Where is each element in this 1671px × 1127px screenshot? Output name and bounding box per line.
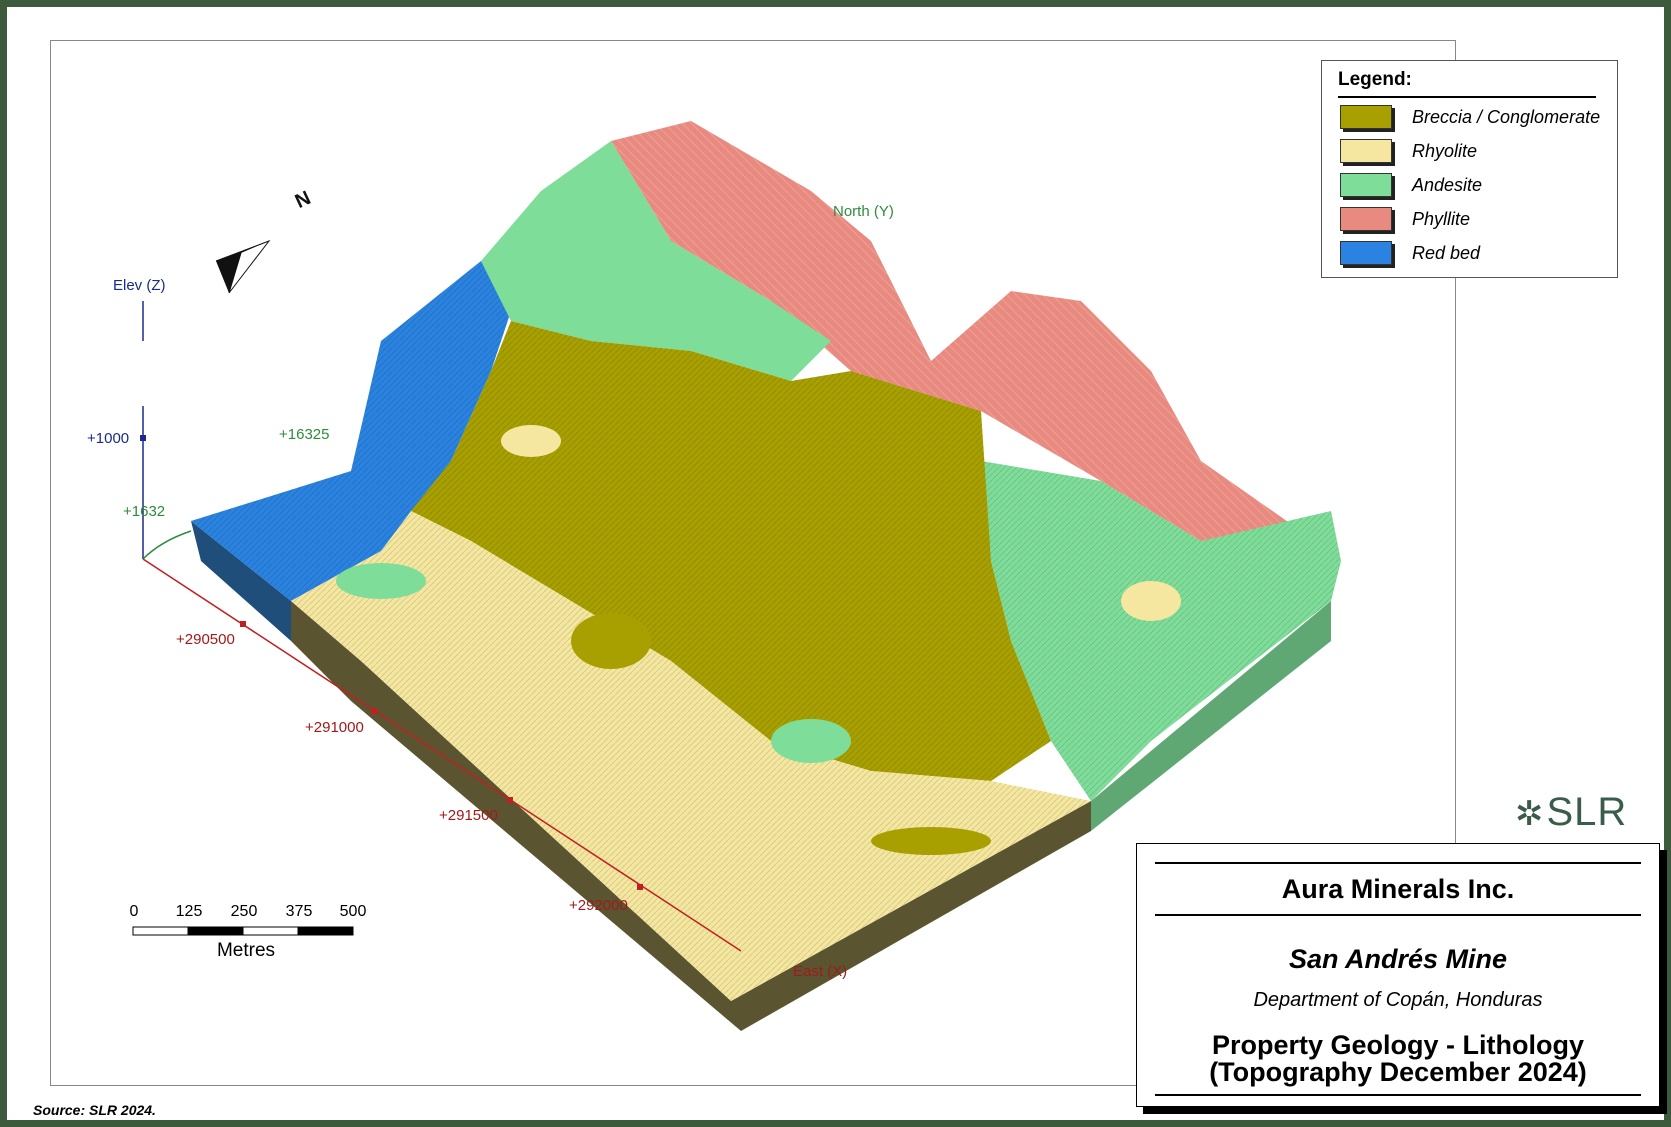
north-tick-label: +1632: [123, 503, 166, 520]
legend-divider: [1338, 96, 1596, 98]
north-tick-label: +16325: [279, 426, 330, 443]
east-axis-label: East (X): [793, 963, 848, 980]
scale-tick-label: 375: [285, 903, 313, 920]
north-axis-line: [142, 530, 192, 560]
legend-label: Red bed: [1412, 243, 1481, 263]
legend-swatch: [1340, 173, 1392, 197]
terrain-block-diagram: [140, 121, 1341, 1031]
east-tick-label: +292000: [569, 897, 628, 914]
block-side-east: [1091, 601, 1331, 831]
east-tick-label: +290500: [176, 631, 235, 648]
east-tick-label: +291000: [305, 719, 364, 736]
title-block-rule: [1155, 1094, 1641, 1096]
slr-star-icon: ✲: [1515, 795, 1545, 833]
title-block-rule: [1155, 914, 1641, 916]
legend-item-red-bed: Red bed: [1340, 239, 1610, 269]
company-name: Aura Minerals Inc.: [1281, 874, 1515, 904]
legend-label: Rhyolite: [1412, 141, 1478, 161]
slr-logo-text: SLR: [1546, 790, 1628, 834]
andesite-patch: [336, 563, 426, 599]
scale-units: Metres: [216, 940, 276, 961]
legend: Legend: Breccia / Conglomerate Rhyolite …: [1321, 60, 1618, 278]
scale-bar-graphic: [132, 926, 354, 936]
rhyolite-patch: [1121, 581, 1181, 621]
block-side-west: [191, 521, 291, 641]
scale-tick-label: 0: [129, 903, 139, 920]
legend-title: Legend:: [1338, 69, 1412, 90]
east-tick-marker: [637, 884, 643, 890]
scale-tick-label: 500: [339, 903, 367, 920]
north-arrow-icon: [215, 239, 271, 294]
scale-tick-label: 250: [230, 903, 258, 920]
legend-item-phyllite: Phyllite: [1340, 205, 1610, 235]
elev-tick-label: +1000: [87, 430, 130, 447]
scale-tick-label: 125: [175, 903, 203, 920]
legend-swatch: [1340, 105, 1392, 129]
block-side-south: [291, 601, 1091, 1031]
legend-label: Breccia / Conglomerate: [1412, 107, 1601, 127]
breccia-patch: [871, 827, 991, 855]
east-tick-marker: [240, 621, 246, 627]
andesite-patch: [771, 719, 851, 763]
north-axis-label: North (Y): [833, 203, 894, 220]
legend-label: Andesite: [1412, 175, 1483, 195]
mine-name: San Andrés Mine: [1288, 944, 1508, 974]
title-block-rule: [1155, 862, 1641, 864]
elev-axis-label: Elev (Z): [113, 277, 166, 294]
legend-label: Phyllite: [1412, 209, 1471, 229]
source-note: Source: SLR 2024.: [33, 1102, 156, 1118]
department-location: Department of Copán, Honduras: [1253, 989, 1543, 1011]
slr-logo: ✲SLR: [1515, 790, 1627, 835]
rhyolite-patch: [501, 425, 561, 457]
east-tick-marker: [507, 797, 513, 803]
breccia-patch: [571, 613, 651, 669]
legend-item-andesite: Andesite: [1340, 171, 1610, 201]
title-block: Aura Minerals Inc. San Andrés Mine Depar…: [1136, 843, 1660, 1107]
legend-item-rhyolite: Rhyolite: [1340, 137, 1610, 167]
map-panel: Elev (Z) +1000 North (Y) +16325 +1632 +2…: [50, 40, 1456, 1086]
east-tick-label: +291500: [439, 807, 498, 824]
figure-title: Property Geology - Lithology (Topography…: [1137, 1032, 1659, 1086]
elev-tick-marker: [140, 435, 146, 441]
scale-bar: 0 125 250 375 500 Metres: [129, 903, 367, 963]
figure-title-line-2: (Topography December 2024): [1209, 1057, 1587, 1087]
legend-swatch: [1340, 139, 1392, 163]
legend-swatch: [1340, 207, 1392, 231]
andesite-unit-north: [481, 141, 831, 381]
legend-item-breccia: Breccia / Conglomerate: [1340, 103, 1610, 133]
figure-title-line-1: Property Geology - Lithology: [1211, 1030, 1584, 1060]
east-tick-marker: [371, 708, 377, 714]
legend-swatch: [1340, 241, 1392, 265]
